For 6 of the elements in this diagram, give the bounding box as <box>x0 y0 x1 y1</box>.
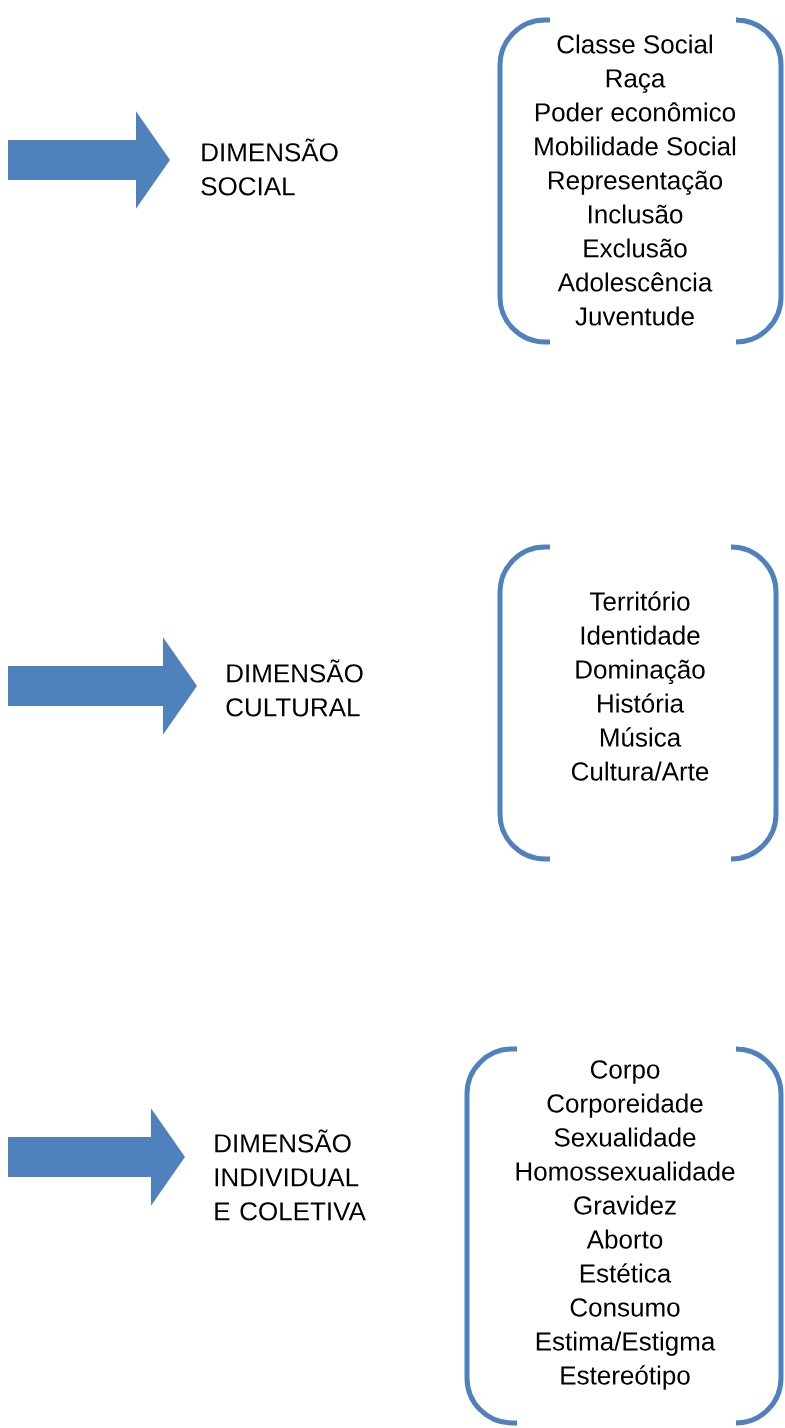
bracket-list: Corpo Corporeidade Sexualidade Homossexualidade Gravidez Aborto Estética Consumo Estima/Estigma Estereótipo <box>464 1046 784 1426</box>
dimension-label: DIMENSÃO INDIVIDUAL E COLETIVA <box>215 1129 366 1221</box>
bracket-list: Território Identidade Dominação História Música Cultura/Arte <box>497 544 779 862</box>
dimension-label: DIMENSÃO SOCIAL <box>201 138 338 196</box>
bracket-list: Classe Social Raça Poder econômico Mobilidade Social Representação Inclusão Exclusão Adolescência Juventude <box>497 17 784 345</box>
dimension-label: DIMENSÃO CULTURAL <box>226 659 363 717</box>
